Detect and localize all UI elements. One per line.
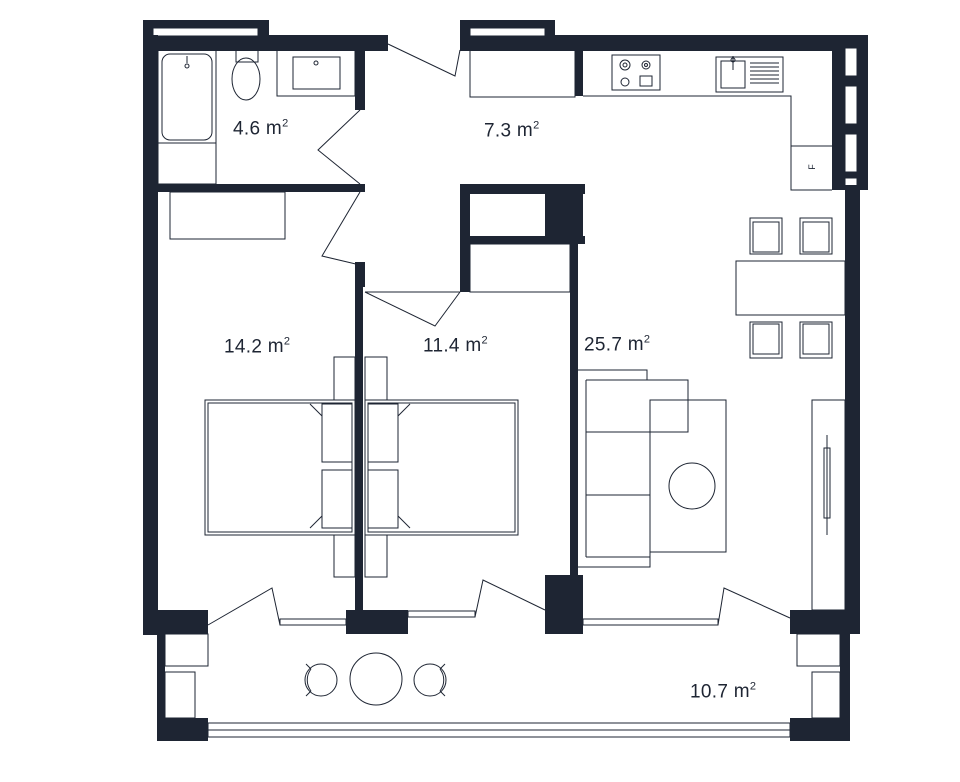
bathroom-fixtures	[157, 49, 356, 185]
hall-area-value: 7.3	[484, 120, 512, 142]
living-area-unit: m2	[627, 334, 651, 356]
outer-walls	[143, 20, 868, 635]
bedroom1-area-unit: m2	[267, 336, 291, 358]
living-furniture	[572, 369, 727, 568]
bathroom-area-unit: m2	[265, 118, 289, 140]
interior-walls	[143, 35, 585, 610]
balcony-table-set	[304, 652, 447, 706]
bathroom-area-label: 4.6 m2	[233, 118, 288, 140]
hall-area-label: 7.3 m2	[484, 120, 539, 142]
balcony-area-unit: m2	[733, 681, 757, 703]
bedroom1-area-value: 14.2	[224, 336, 263, 358]
balcony-area-label: 10.7 m2	[690, 681, 756, 703]
bedroom2-area-unit: m2	[465, 335, 488, 357]
fridge-label: F	[806, 164, 817, 170]
bathroom-area-value: 4.6	[233, 118, 261, 140]
dining-set	[735, 217, 846, 359]
bedroom2-furniture	[364, 243, 571, 578]
bedroom2-area-value: 11.4	[423, 335, 460, 357]
kitchen-fixtures	[469, 49, 832, 191]
balcony-walls	[157, 633, 850, 741]
living-area-label: 25.7 m2	[584, 334, 650, 356]
tv-unit	[811, 399, 846, 611]
hall-area-unit: m2	[516, 120, 540, 142]
living-area-value: 25.7	[584, 334, 623, 356]
balcony-area-value: 10.7	[690, 681, 729, 703]
bedroom1-area-label: 14.2 m2	[224, 336, 290, 358]
bedroom1-furniture	[169, 191, 356, 578]
bedroom2-area-label: 11.4 m2	[423, 335, 488, 357]
doors	[207, 43, 791, 626]
